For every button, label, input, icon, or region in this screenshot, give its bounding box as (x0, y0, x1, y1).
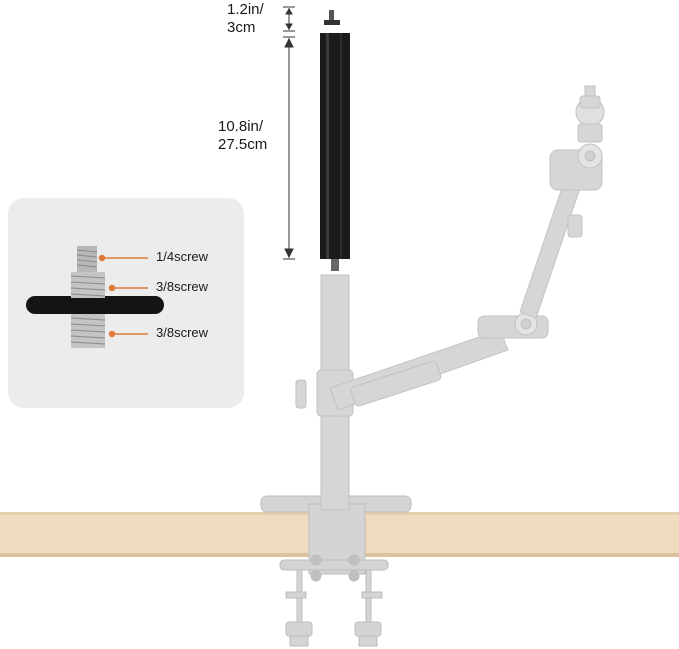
screw-label-quarter: 1/4screw (156, 249, 209, 264)
three-eighths-screw-upper (70, 272, 106, 298)
quarter-inch-screw (76, 246, 98, 272)
main-length-line2: 27.5cm (218, 136, 268, 153)
extension-rod (320, 10, 350, 271)
screw-labels: 1/4screw 3/8screw 3/8screw (8, 198, 244, 408)
screw-label-three-eighths-lower: 3/8screw (156, 325, 209, 340)
label-leaders (98, 254, 148, 338)
screw-inset (8, 198, 244, 408)
main-length-label: 10.8in/ 27.5cm (218, 118, 267, 154)
main-length-line1: 10.8in/ (218, 118, 264, 135)
dimension-lines (283, 6, 295, 260)
adapter-plate (26, 296, 164, 314)
desk-clamp (260, 495, 412, 647)
top-length-line2: 3cm (227, 19, 256, 36)
three-eighths-screw-lower (70, 314, 106, 348)
top-length-label: 1.2in/ 3cm (227, 1, 264, 37)
top-length-line1: 1.2in/ (227, 1, 264, 18)
articulated-arm (329, 85, 605, 411)
screw-label-three-eighths-upper: 3/8screw (156, 279, 209, 294)
